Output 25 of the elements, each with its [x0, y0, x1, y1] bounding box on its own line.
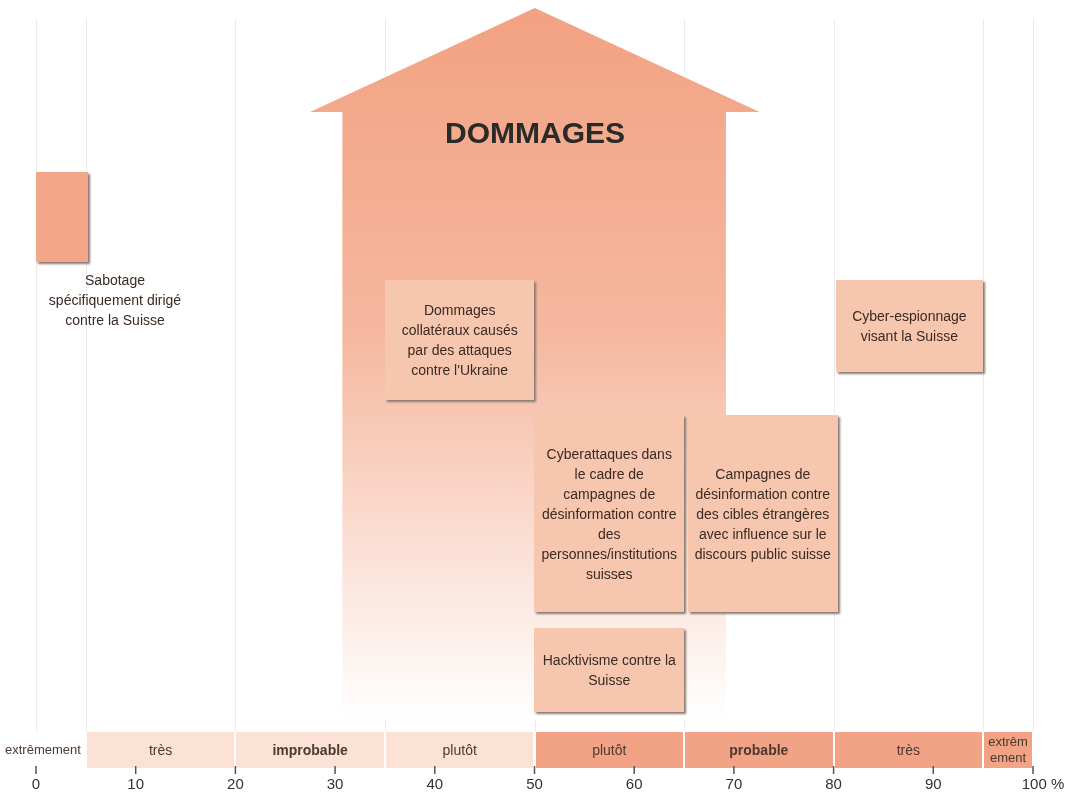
- arrow-title: DOMMAGES: [444, 116, 626, 150]
- risk-box: Dommages collatéraux causés par des attaques contre l'Ukraine: [384, 280, 535, 400]
- tick-label: 20: [227, 775, 244, 792]
- tick-label: 30: [326, 775, 344, 792]
- scale-band: plutôt: [535, 732, 684, 768]
- scale-band: probable: [685, 732, 833, 768]
- tick-label: 60: [625, 775, 643, 792]
- scale-band: très: [86, 732, 235, 768]
- risk-label: Sabotage spécifiquement dirigé contre la Suisse: [47, 271, 183, 330]
- tick-label: 0: [31, 775, 41, 792]
- tick-label: 90: [924, 775, 942, 792]
- risk-box: Campagnes de désinformation contre des cibles étrangères avec influence sur le discours public suisse: [688, 415, 838, 612]
- scale-band: plutôt: [385, 732, 534, 768]
- scale-band: extrêmement: [984, 732, 1032, 768]
- risk-box: Hacktivisme contre la Suisse: [534, 628, 685, 712]
- tick-label: 100 %: [1021, 775, 1065, 792]
- tick-label: 40: [426, 775, 444, 792]
- risk-box: Cyberattaques dans le cadre de campagnes de désinformation contre des personnes/institutions suisses: [534, 415, 685, 612]
- tick-label: 50: [526, 775, 543, 792]
- scale-band: improbable: [236, 732, 384, 768]
- tick-label: 80: [825, 775, 842, 792]
- scale-band: très: [834, 732, 983, 768]
- tick-label: 10: [127, 775, 145, 792]
- tick-label: 70: [725, 775, 743, 792]
- risk-box: Cyber-espionnage visant la Suisse: [835, 280, 984, 372]
